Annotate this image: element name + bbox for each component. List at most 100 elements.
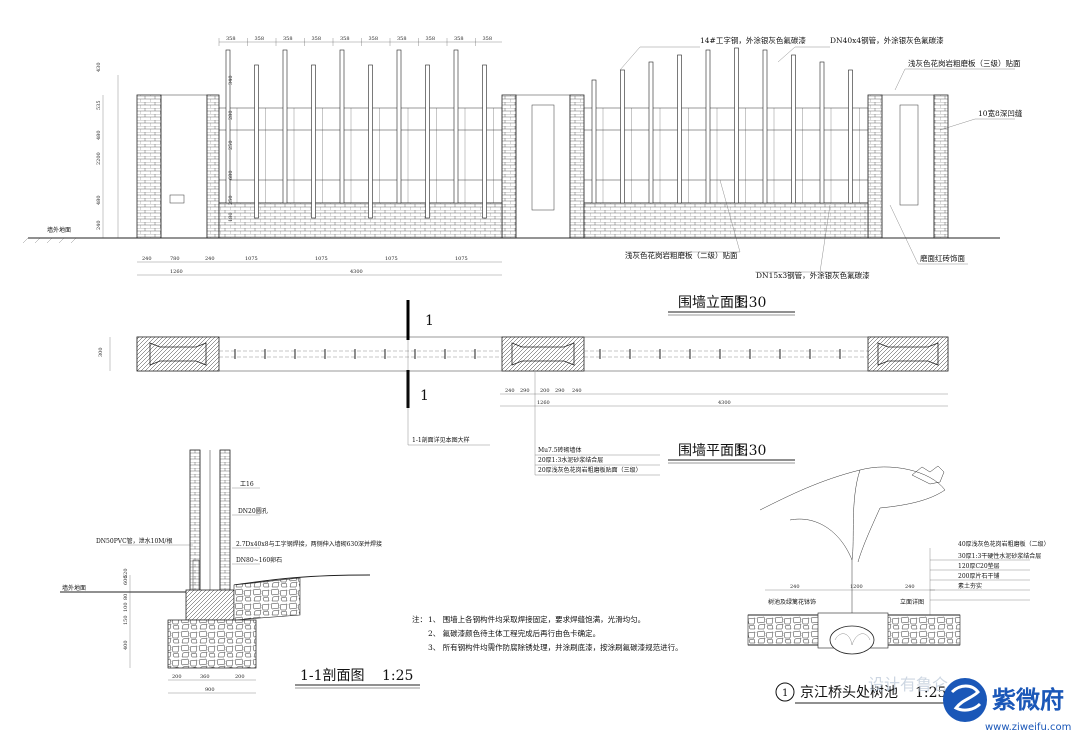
section-title: 1-1剖面图 (300, 668, 365, 684)
note-3: 3、 所有钢构件均需作防腐除锈处理，并涂刷底漆，按涂刷氟碳漆规范进行。 (428, 642, 683, 652)
section-mark-bottom: 1 (420, 388, 429, 404)
section-scale: 1:25 (382, 668, 413, 684)
section-mark-top: 1 (425, 313, 434, 329)
left-dim: 480 (96, 195, 102, 205)
top-dim: 358 (454, 36, 464, 42)
watermark-overlay: 设计有鲁仑 (868, 675, 948, 694)
bottom-dim: 780 (170, 256, 180, 262)
steel-post (705, 49, 711, 204)
inner-dim: 250 (228, 195, 234, 205)
plan-dim: 240 (505, 388, 515, 394)
left-dim: 240 (96, 220, 102, 230)
inner-dim: 280 (228, 110, 234, 120)
section-left-dim: 400 (123, 640, 129, 650)
logo-swirl-icon (950, 684, 982, 712)
plan-layer-1: Mu7.5砖砌墙体 (538, 446, 582, 454)
label-ground-elev: 墙外地面 (47, 226, 71, 234)
pillar-left-outer (136, 94, 162, 239)
elevation-scale: 1:30 (735, 295, 766, 311)
inner-dim: 340 (228, 75, 234, 85)
inner-dim: 680 (228, 170, 234, 180)
top-dim: 358 (426, 36, 436, 42)
section-left-dim: 150 (123, 615, 129, 625)
label-pvc: DN50PVC管，泄水10M/根 (96, 537, 172, 545)
tree-right-label: 立面详图 (900, 598, 924, 606)
plan-dim-total: 1260 (537, 400, 550, 406)
tree-detail-scale: 1:25 (915, 685, 946, 701)
inner-dim: 250 (228, 140, 234, 150)
steel-post (791, 54, 796, 204)
left-dim: 535 (96, 100, 102, 110)
steel-post (425, 64, 430, 219)
plan-layer-2: 20厚1:3水泥砂浆结合层 (538, 456, 603, 464)
bottom-dim: 1075 (385, 256, 398, 262)
bottom-dim: 1075 (455, 256, 468, 262)
steel-post (254, 64, 259, 219)
top-dim: 358 (312, 36, 322, 42)
pillar-left-face (160, 94, 208, 239)
steel-post (396, 49, 402, 204)
inner-dim: 180 (228, 212, 234, 222)
label-brick-face: 磨面红砖饰面 (920, 253, 965, 263)
steel-post (848, 69, 853, 204)
top-dim: 358 (283, 36, 293, 42)
plan-dim: 290 (520, 388, 530, 394)
tree-layer-1: 40厚浅灰色花岗岩粗磨板（二级） (958, 540, 1050, 548)
label-dn20: DN20圆孔 (238, 507, 268, 515)
note-1: 1、 围墙上各钢构件均采取焊接固定，要求焊缝饱满，光滑均匀。 (428, 614, 645, 624)
top-dim: 358 (397, 36, 407, 42)
tree-layer-4: 200厚片石干铺 (958, 572, 999, 580)
steel-post (482, 64, 487, 219)
fence-base-left (218, 202, 503, 239)
steel-post (368, 64, 373, 219)
steel-post (762, 49, 768, 204)
left-dim: 480 (96, 130, 102, 140)
label-groove: 10宽8深凹缝 (978, 108, 1023, 118)
steel-post (819, 61, 825, 204)
steel-post (620, 69, 625, 204)
plan-dim: 290 (555, 388, 565, 394)
pillar-right (867, 94, 883, 239)
left-dim: 2200 (96, 152, 102, 165)
steel-post (282, 49, 288, 204)
bottom-dim-total: 1260 (170, 269, 183, 275)
tree-detail-title: 京江桥头处树池 (800, 685, 898, 701)
plan-layer-3: 20厚浅灰色花岗岩粗磨板贴面（三级） (538, 466, 642, 474)
label-dn40: DN40x4钢管，外涂银灰色氟碳漆 (830, 35, 944, 45)
bottom-dim: 1075 (245, 256, 258, 262)
section-left-dim: 520 (123, 568, 129, 578)
steel-post (591, 79, 597, 204)
bottom-dim: 1075 (315, 256, 328, 262)
steel-post (734, 47, 739, 204)
label-dn80: DN80~160卵石 (236, 556, 282, 564)
tree-layer-3: 120厚C20垫层 (958, 562, 1000, 570)
note-2: 2、 氟碳漆颜色待主体工程完成后再行由色卡确定。 (428, 628, 600, 638)
steel-posts (225, 47, 860, 219)
section-drawing (60, 449, 371, 694)
label-ground-section: 墙外地面 (62, 584, 86, 592)
steel-post (225, 49, 231, 204)
steel-post (677, 54, 682, 204)
section-left-dim: 600 (123, 575, 129, 585)
top-dim: 358 (255, 36, 265, 42)
plan-callout: 1-1剖面详见本图大样 (412, 436, 470, 444)
plan-scale: 1:30 (735, 443, 766, 459)
steel-post (453, 49, 459, 204)
bottom-dim: 240 (205, 256, 215, 262)
tree-dim-2: 1200 (850, 584, 863, 590)
label-dn15: DN15x3钢管，外涂银灰色氟碳漆 (756, 270, 870, 280)
label-granite-3: 浅灰色花岗岩粗磨板（三级）贴面 (908, 58, 1021, 68)
notes-prefix: 注： (412, 614, 427, 624)
label-i16: 工16 (240, 481, 254, 488)
watermark-url: www.ziweifu.com (985, 722, 1071, 733)
left-dim: 430 (96, 62, 102, 72)
tree-layer-5: 素土夯实 (958, 582, 982, 590)
section-bottom-dim: 200 (235, 674, 245, 680)
pillar-mid (501, 94, 517, 239)
tree-left-label: 树池及绿篱花钵饰 (768, 598, 816, 606)
tree-dim-1: 240 (790, 584, 800, 590)
bottom-dim: 240 (142, 256, 152, 262)
tree-layer-2: 30厚1:3干硬性水泥砂浆结合层 (958, 552, 1041, 560)
plan-dim: 240 (572, 388, 582, 394)
